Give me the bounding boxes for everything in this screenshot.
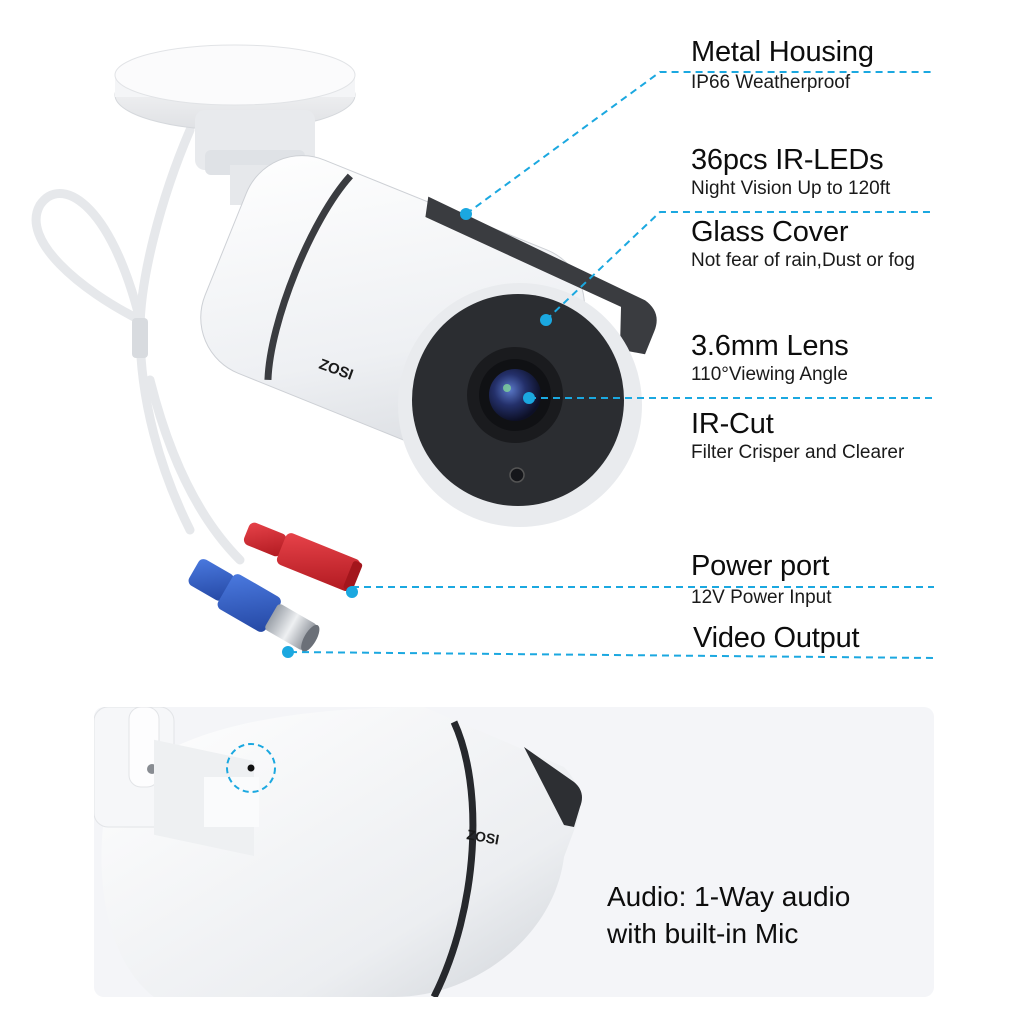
lens [489,369,541,421]
feature-power-port: Power port 12V Power Input [691,550,831,609]
cable-ferrite [132,318,148,358]
feature-ir-cut: IR-Cut Filter Crisper and Clearer [691,408,904,464]
blue-bnc-connector [188,559,320,652]
lens-face [398,283,642,527]
leader-dots [282,208,552,658]
audio-caption-line1: Audio: 1-Way audio [607,881,851,912]
camera-side-closeup: ZOSI [94,707,582,997]
feature-title: IR-Cut [691,408,774,440]
feature-subtitle: IP66 Weatherproof [691,72,851,93]
feature-title: Glass Cover [691,216,849,248]
feature-title: 36pcs IR-LEDs [691,144,884,176]
audio-caption: Audio: 1-Way audio with built-in Mic [607,878,850,952]
audio-detail-panel: ZOSI [94,707,934,997]
audio-caption-line2: with built-in Mic [607,918,799,949]
feature-title: Metal Housing [691,36,874,68]
feature-video-output: Video Output [693,622,860,654]
feature-title: Power port [691,550,830,582]
leader-lines [289,71,935,659]
feature-glass-cover: Glass Cover Not fear of rain,Dust or fog [691,216,915,272]
feature-lens: 3.6mm Lens 110°Viewing Angle [691,330,849,386]
camera-illustration: ZOSI [31,44,935,659]
feature-subtitle: Not fear of rain,Dust or fog [691,250,915,271]
feature-title: 3.6mm Lens [691,330,849,362]
microphone-hole [247,764,255,772]
feature-subtitle: 12V Power Input [691,587,832,608]
feature-subtitle: Night Vision Up to 120ft [691,178,891,199]
red-connector [243,522,363,592]
mic-highlight-circle [226,743,276,793]
feature-title: Video Output [693,622,860,654]
feature-subtitle: Filter Crisper and Clearer [691,442,905,463]
brand-logo: ZOSI [465,826,500,847]
feature-subtitle: 110°Viewing Angle [691,364,848,385]
light-sensor [509,467,525,483]
feature-metal-housing: Metal Housing IP66 Weatherproof [691,36,874,94]
feature-ir-leds: 36pcs IR-LEDs Night Vision Up to 120ft [691,144,890,200]
